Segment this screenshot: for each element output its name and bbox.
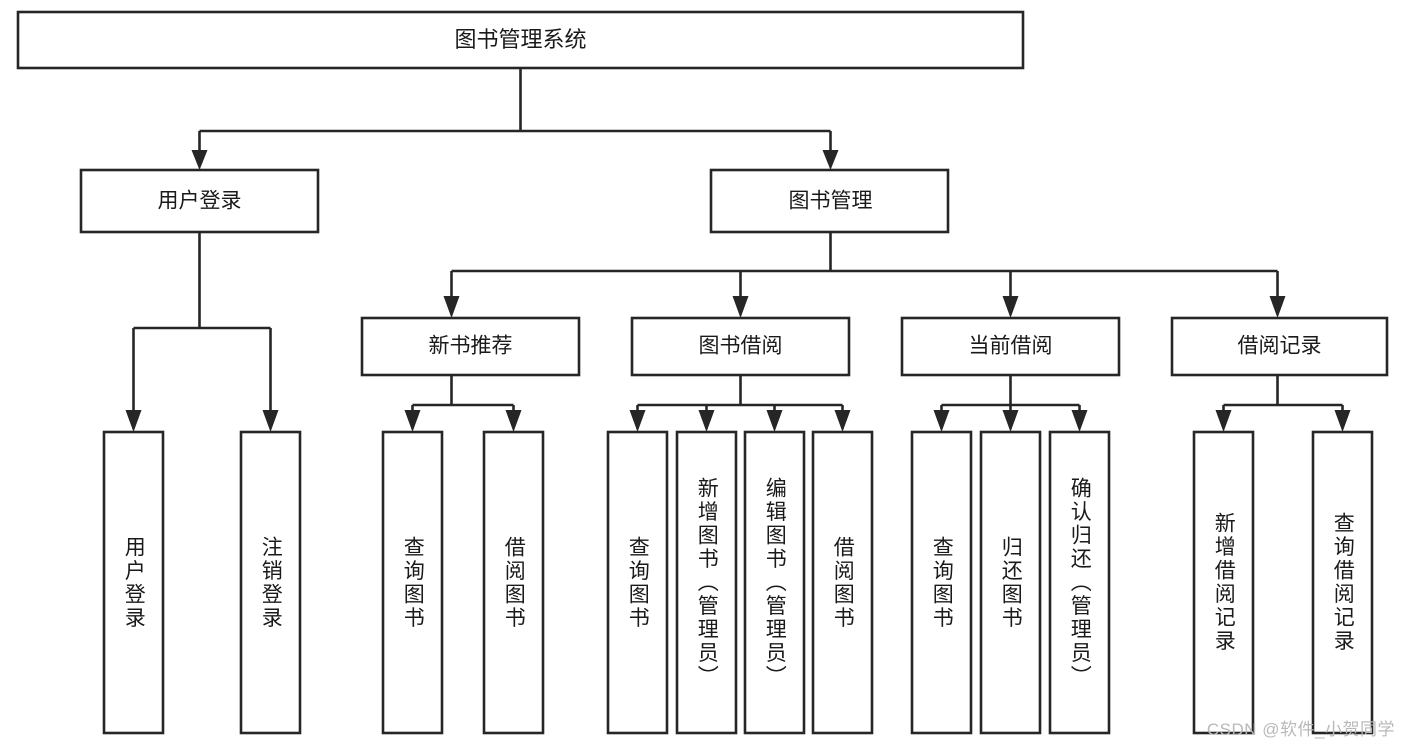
node-borrow-record-box[interactable]: [1170, 316, 1389, 377]
leaf-box-current-borrow-1[interactable]: [910, 430, 973, 735]
arrow-head-leaf-borrow-record-1: [1215, 410, 1232, 432]
leaf-boxes: [102, 430, 1374, 735]
node-borrow-record-label: 借阅记录: [1238, 335, 1322, 358]
node-current-borrow-label: 当前借阅: [969, 335, 1053, 358]
node-book-management[interactable]: 图书管理: [709, 168, 950, 234]
arrow-head-book-mgmt: [822, 150, 839, 170]
arrow-head-leaf-borrow-record-2: [1334, 410, 1351, 432]
node-new-book-recommend[interactable]: 新书推荐: [360, 316, 581, 377]
arrow-head-borrow-record: [1269, 296, 1286, 318]
connector-group-root: [191, 68, 839, 170]
arrow-head-leaf-user-login-2: [262, 410, 279, 432]
arrow-head-leaf-book-borrow-2: [698, 410, 715, 432]
leaf-box-book-borrow-3[interactable]: [743, 430, 806, 735]
node-current-borrow[interactable]: 当前借阅: [900, 316, 1121, 377]
node-book-management-box[interactable]: [709, 168, 950, 234]
arrow-head-leaf-book-borrow-1: [629, 410, 646, 432]
arrow-head-user-login: [191, 150, 208, 170]
arrow-head-leaf-new-book-2: [505, 410, 522, 432]
node-root[interactable]: 图书管理系统: [16, 10, 1025, 70]
csdn-watermark: CSDN @软件_小贺同学: [1206, 720, 1395, 739]
arrow-head-leaf-current-borrow-3: [1071, 410, 1088, 432]
leaf-box-book-borrow-4[interactable]: [811, 430, 874, 735]
arrow-head-leaf-current-borrow-2: [1002, 410, 1019, 432]
connector-group-book-mgmt: [443, 232, 1286, 318]
node-book-borrow-box[interactable]: [630, 316, 851, 377]
leaf-box-user-login-1[interactable]: [102, 430, 165, 735]
connector-group-book-borrow: [629, 375, 851, 432]
node-book-borrow[interactable]: 图书借阅: [630, 316, 851, 377]
node-current-borrow-box[interactable]: [900, 316, 1121, 377]
leaf-box-book-borrow-1[interactable]: [606, 430, 669, 735]
leaf-box-book-borrow-2[interactable]: [675, 430, 738, 735]
connector-group-new-book: [404, 375, 522, 432]
arrow-head-current-borrow: [1002, 296, 1019, 318]
node-borrow-record[interactable]: 借阅记录: [1170, 316, 1389, 377]
node-book-management-label: 图书管理: [789, 190, 873, 213]
connector-group-current-borrow: [933, 375, 1088, 432]
leaf-box-current-borrow-2[interactable]: [979, 430, 1042, 735]
connector-group-user-login: [125, 232, 279, 432]
leaf-box-user-login-2[interactable]: [239, 430, 302, 735]
connector-group-borrow-record: [1215, 375, 1351, 432]
leaf-box-borrow-record-2[interactable]: [1311, 430, 1374, 735]
node-root-box[interactable]: [16, 10, 1025, 70]
leaf-box-borrow-record-1[interactable]: [1192, 430, 1255, 735]
arrow-head-book-borrow: [732, 296, 749, 318]
arrow-head-leaf-new-book-1: [404, 410, 421, 432]
arrow-head-leaf-current-borrow-1: [933, 410, 950, 432]
node-new-book-recommend-box[interactable]: [360, 316, 581, 377]
arrow-head-leaf-book-borrow-4: [834, 410, 851, 432]
node-user-login-label: 用户登录: [158, 190, 242, 213]
leaf-box-current-borrow-3[interactable]: [1048, 430, 1111, 735]
node-new-book-recommend-label: 新书推荐: [429, 335, 513, 358]
node-user-login-box[interactable]: [79, 168, 320, 234]
node-user-login[interactable]: 用户登录: [79, 168, 320, 234]
arrow-head-leaf-book-borrow-3: [766, 410, 783, 432]
leaf-box-new-book-2[interactable]: [482, 430, 545, 735]
arrow-head-new-book: [443, 296, 460, 318]
arrow-head-leaf-user-login-1: [125, 410, 142, 432]
node-book-borrow-label: 图书借阅: [699, 335, 783, 358]
node-root-label: 图书管理系统: [454, 27, 586, 52]
leaf-box-new-book-1[interactable]: [381, 430, 444, 735]
